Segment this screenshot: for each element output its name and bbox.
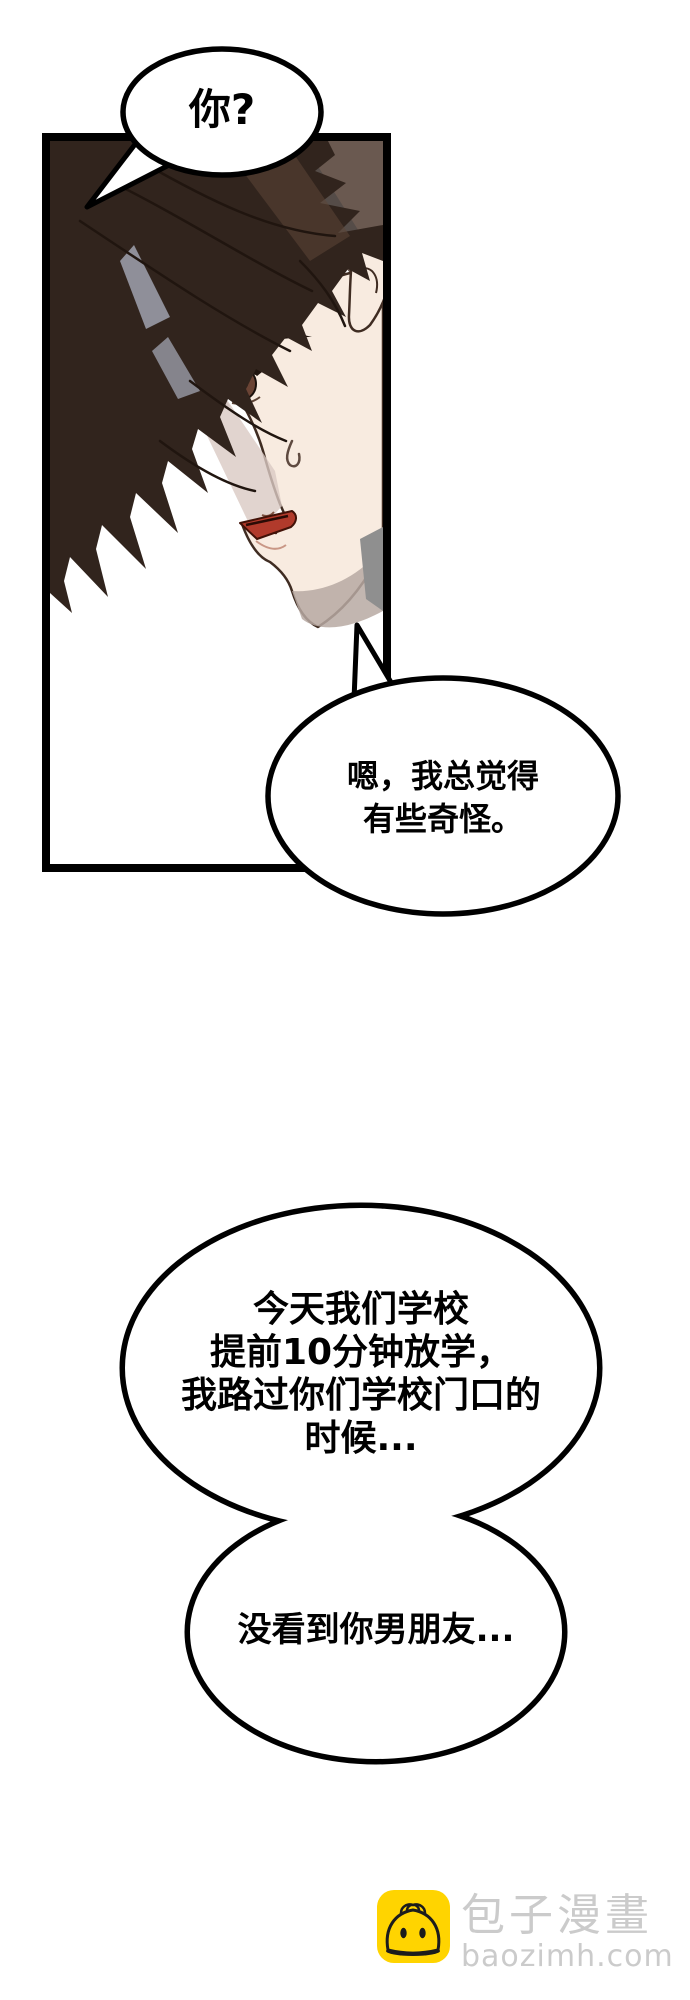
neck-shadow [292, 559, 383, 628]
speech-bubble-1 [84, 46, 324, 210]
bubble-3-line: 今天我们学校 [252, 1289, 469, 1330]
bubble-3-text: 今天我们学校 提前10分钟放学， 我路过你们学校门口的 时候... [148, 1288, 574, 1460]
character-artwork [50, 141, 383, 629]
bubble-3-line: 提前10分钟放学， [209, 1332, 513, 1373]
sweat-drop-icon [285, 439, 301, 468]
bubble-2-text: 嗯，我总觉得 有些奇怪。 [283, 755, 603, 841]
bubble-3-line: 我路过你们学校门口的 [180, 1375, 541, 1416]
watermark: 包子漫畫 baozimh.com [377, 1890, 677, 1980]
bubble-1-text: 你? [188, 85, 256, 134]
bubble-2-line: 有些奇怪。 [362, 800, 523, 838]
bubble-4-text: 没看到你男朋友... [237, 1610, 515, 1650]
speech-bubble-3-4 [119, 1202, 603, 1765]
watermark-brand-text: 包子漫畫 [461, 1890, 653, 1941]
baozi-bun-icon [377, 1890, 450, 1963]
collar [360, 527, 383, 611]
panel-frame [42, 133, 391, 872]
bubble-3-line: 时候... [304, 1418, 418, 1459]
speech-bubble-2 [265, 622, 621, 917]
character-mouth [239, 510, 297, 550]
watermark-domain-text: baozimh.com [461, 1939, 674, 1974]
bubble-2-line: 嗯，我总觉得 [346, 757, 539, 795]
